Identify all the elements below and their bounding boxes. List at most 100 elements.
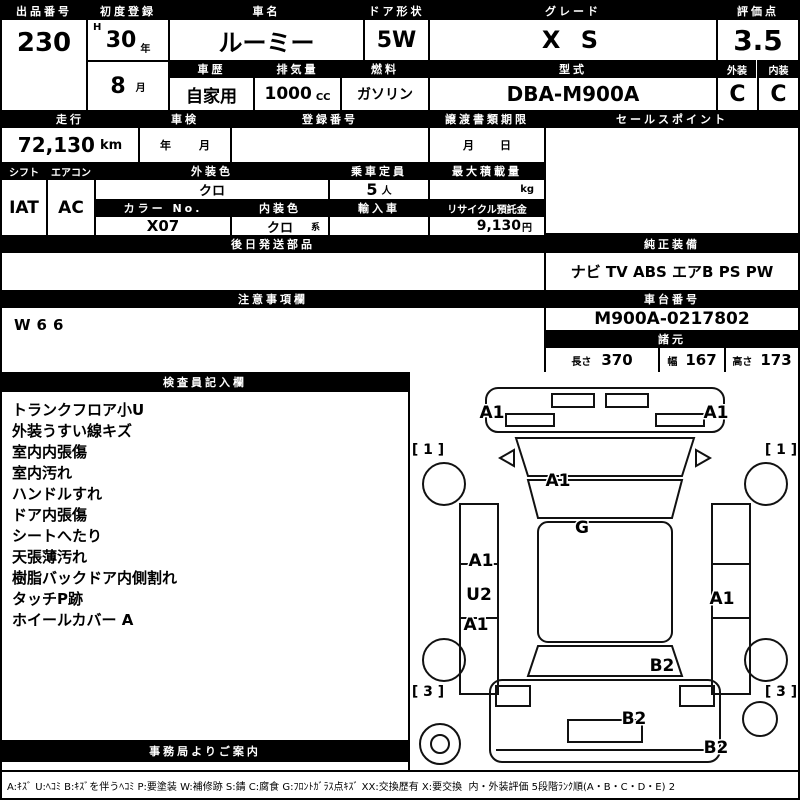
damage-marker: A1 xyxy=(480,403,505,423)
wheel-rear-right xyxy=(744,638,788,682)
spec-length-label: 長さ xyxy=(571,356,592,368)
damage-marker: B2 xyxy=(650,656,675,676)
transfer-day-label: 日 xyxy=(500,139,511,152)
shift-value: IAT xyxy=(2,180,46,235)
damage-marker: A1 xyxy=(710,589,735,609)
spare-tire-right xyxy=(742,701,778,737)
shaken-value: 年 月 xyxy=(140,128,230,162)
damage-code-legend: A:ｷｽﾞ U:ﾍｺﾐ B:ｷｽﾞを伴うﾍｺﾐ P:要塗装 W:補修跡 S:錆 … xyxy=(2,772,798,798)
damage-marker: G xyxy=(575,518,589,538)
spec-width-value: 167 xyxy=(685,351,717,369)
inspector-note: 室内汚れ xyxy=(12,464,73,482)
imported-header: 輸入車 xyxy=(330,199,428,217)
spec-width-label: 幅 xyxy=(667,356,678,368)
taillight-left xyxy=(495,685,531,707)
notes-value: W66 xyxy=(2,308,544,372)
mileage-unit: km xyxy=(99,137,123,153)
tire-marker: [ 3 ] xyxy=(765,684,797,700)
history-header: 車歴 xyxy=(170,60,253,78)
first-reg-header: 初度登録 xyxy=(88,2,168,20)
taillight-right xyxy=(679,685,715,707)
max-load-value: kg xyxy=(430,180,544,199)
era-letter: H xyxy=(93,22,102,33)
mirror-left xyxy=(497,448,515,468)
door-shape-value: 5W xyxy=(365,20,428,60)
int-color-text: クロ xyxy=(266,220,293,236)
spec-height-value: 173 xyxy=(760,351,792,369)
spec-height-label: 高さ xyxy=(732,356,753,368)
tire-marker: [ 3 ] xyxy=(412,684,444,700)
inspector-note: 室内内張傷 xyxy=(12,443,88,461)
int-color-value: クロ 系 xyxy=(232,217,328,235)
int-color-header: 内装色 xyxy=(232,199,328,217)
spec-length-value: 370 xyxy=(601,351,633,369)
model-code-header: 型式 xyxy=(430,60,716,78)
notes-header: 注意事項欄 xyxy=(2,290,544,308)
inspector-header: 検査員記入欄 xyxy=(2,372,408,392)
damage-marker: A1 xyxy=(704,403,729,423)
capacity-value: 5 人 xyxy=(330,180,428,199)
car-diagram: A1 A1 [ 1 ] [ 1 ] A1 G A1 U2 A1 A1 B2 [ … xyxy=(410,387,798,765)
capacity-unit: 人 xyxy=(381,186,392,197)
first-reg-year-unit: 年 xyxy=(140,44,151,55)
transfer-deadline-value: 月 日 xyxy=(430,128,544,162)
model-code-value: DBA-M900A xyxy=(430,78,716,110)
imported-value xyxy=(330,217,428,235)
office-info-header: 事務局よりご案内 xyxy=(2,740,408,762)
wheel-front-left xyxy=(422,462,466,506)
score-header: 評価点 xyxy=(718,2,798,20)
mirror-right xyxy=(695,448,713,468)
damage-marker: U2 xyxy=(466,585,492,605)
shaken-month-label: 月 xyxy=(199,139,210,152)
capacity-number: 5 xyxy=(366,180,378,199)
chassis-no-value: M900A-0217802 xyxy=(546,308,798,330)
transfer-deadline-header: 譲渡書類期限 xyxy=(430,110,544,128)
mileage-value: 72,130 km xyxy=(2,128,138,162)
grille-left xyxy=(551,393,595,408)
recycle-header: リサイクル預託金 xyxy=(430,199,544,217)
wheel-rear-left xyxy=(422,638,466,682)
spare-tire-hub xyxy=(430,734,450,754)
mileage-number: 72,130 xyxy=(17,133,95,157)
displacement-header: 排気量 xyxy=(255,60,340,78)
damage-diagram-panel: A1 A1 [ 1 ] [ 1 ] A1 G A1 U2 A1 A1 B2 [ … xyxy=(410,372,798,770)
exterior-grade-header: 外装 xyxy=(718,60,757,78)
reg-no-value xyxy=(232,128,428,162)
headlight-left xyxy=(505,413,555,427)
chassis-no-header: 車台番号 xyxy=(546,290,798,308)
fuel-header: 燃料 xyxy=(342,60,428,78)
damage-marker: A1 xyxy=(546,471,571,491)
first-reg-month-unit: 月 xyxy=(135,82,146,94)
aircon-value: AC xyxy=(48,180,94,235)
headlight-right xyxy=(655,413,705,427)
damage-marker: B2 xyxy=(704,738,729,758)
roof-outline xyxy=(537,521,673,643)
rear-bumper-outline xyxy=(489,679,721,763)
inspector-note: ドア内張傷 xyxy=(12,506,88,524)
equipment-header: 純正装備 xyxy=(546,235,798,253)
displacement-number: 1000 xyxy=(264,84,312,104)
tire-marker: [ 1 ] xyxy=(412,442,444,458)
color-no-header: カラー No. xyxy=(96,199,230,217)
wheel-front-right xyxy=(744,462,788,506)
office-info-blank xyxy=(2,762,408,770)
car-name-header: 車名 xyxy=(170,2,363,20)
spec-width-cell: 幅 167 xyxy=(660,348,724,372)
displacement-unit: CC xyxy=(315,91,331,103)
ext-color-header: 外装色 xyxy=(96,162,328,180)
spec-header: 諸元 xyxy=(546,330,798,348)
first-reg-month-cell: 8 月 xyxy=(88,62,168,110)
damage-marker: A1 xyxy=(469,551,494,571)
exterior-grade-value: C xyxy=(718,78,757,110)
later-parts-header: 後日発送部品 xyxy=(2,235,544,253)
recycle-unit: 円 xyxy=(522,222,532,234)
int-color-suffix: 系 xyxy=(310,222,320,233)
aircon-header: エアコン xyxy=(48,162,94,180)
max-load-unit: kg xyxy=(520,184,534,195)
fuel-value: ガソリン xyxy=(342,78,428,110)
ext-color-value: クロ xyxy=(96,180,328,199)
mileage-header: 走行 xyxy=(2,110,138,128)
spare-tire xyxy=(419,723,461,765)
